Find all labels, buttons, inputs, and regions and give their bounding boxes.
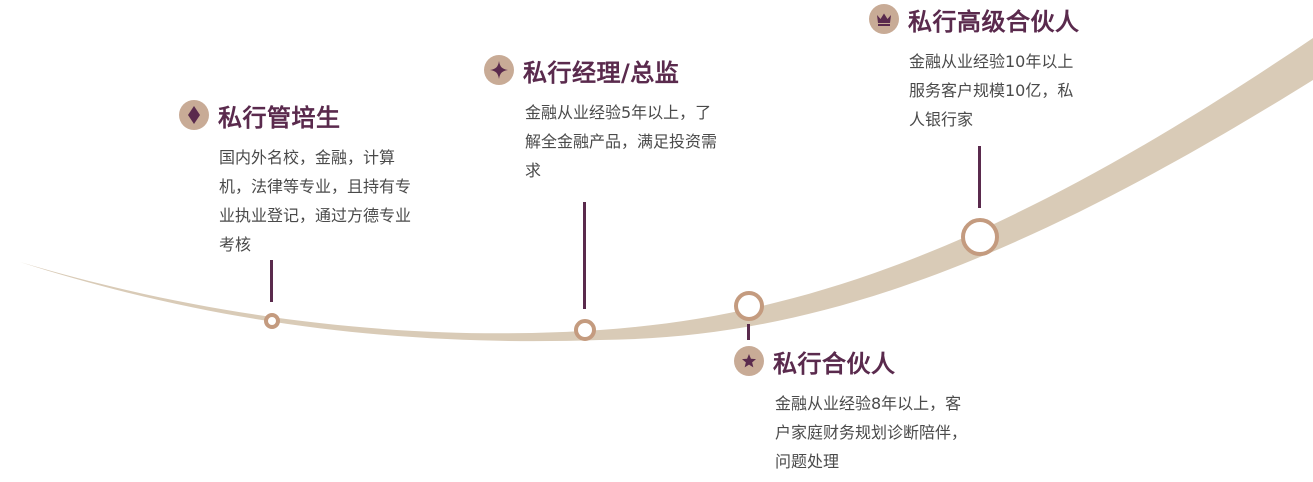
connector-line-trainee	[270, 260, 273, 302]
stage-description: 金融从业经验10年以上 服务客户规模10亿，私人银行家	[909, 52, 1074, 129]
stage-private-banking-senior-partner: 私行高级合伙人 金融从业经验10年以上 服务客户规模10亿，私人银行家	[869, 3, 1129, 134]
star-icon	[734, 346, 764, 376]
connector-line-senior-partner	[978, 146, 981, 208]
stage-title: 私行管培生	[218, 103, 341, 132]
stage-private-banking-manager: 私行经理/总监 金融从业经验5年以上，了解全金融产品，满足投资需求	[484, 54, 744, 185]
connector-line-manager	[583, 202, 586, 309]
stage-description: 金融从业经验5年以上，了解全金融产品，满足投资需求	[525, 103, 718, 180]
stage-title: 私行经理/总监	[523, 58, 680, 87]
stage-title: 私行合伙人	[773, 349, 896, 378]
diamond-icon	[179, 100, 209, 130]
curve-node-trainee	[264, 313, 280, 329]
curve-node-manager	[574, 319, 596, 341]
stage-private-banking-trainee: 私行管培生 国内外名校，金融，计算机，法律等专业，且持有专业执业登记，通过方德专…	[179, 99, 415, 259]
crown-icon	[869, 4, 899, 34]
curve-node-senior-partner	[961, 218, 999, 256]
curve-node-partner	[734, 291, 764, 321]
stage-description: 国内外名校，金融，计算机，法律等专业，且持有专业执业登记，通过方德专业考核	[219, 148, 412, 254]
stage-description: 金融从业经验8年以上，客户家庭财务规划诊断陪伴，问题处理	[775, 394, 968, 471]
stage-private-banking-partner: 私行合伙人 金融从业经验8年以上，客户家庭财务规划诊断陪伴，问题处理	[734, 345, 994, 476]
stage-title: 私行高级合伙人	[908, 7, 1080, 36]
sparkle-icon	[484, 55, 514, 85]
connector-line-partner	[747, 324, 750, 340]
